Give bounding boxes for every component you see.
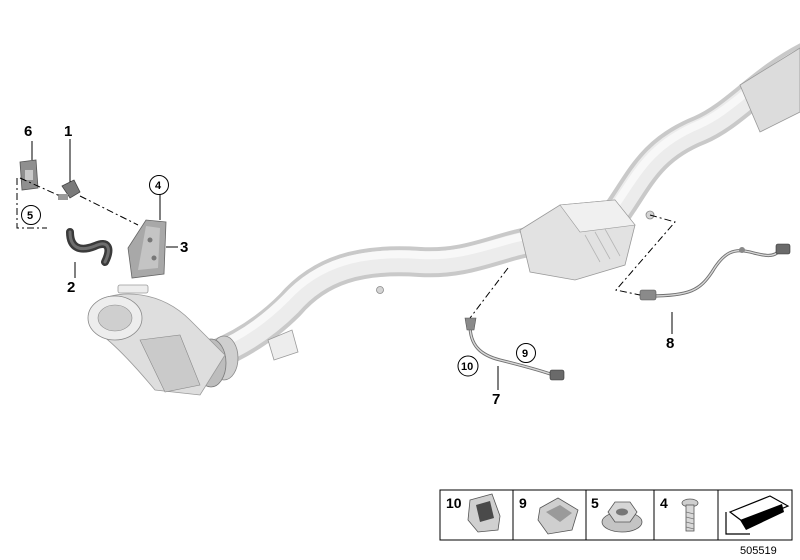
exhaust-pipe-assembly	[195, 43, 800, 388]
catalytic-converter	[376, 199, 655, 294]
document-number: 505519	[740, 545, 777, 557]
catalyst-bracket	[117, 284, 149, 294]
pipe-bracket	[267, 329, 299, 361]
callout-7: 7	[492, 391, 500, 408]
clip-icon	[467, 493, 501, 533]
callout-5-circle	[21, 205, 41, 225]
direction-arrow-icon	[725, 495, 790, 535]
spring-clip-icon	[537, 497, 579, 535]
rear-oxygen-sensor	[639, 243, 791, 301]
screw-icon	[681, 498, 699, 532]
callouts: 1 2 3 4 5 6 7 8 9 10	[21, 123, 674, 408]
callout-9-circle	[516, 343, 536, 363]
flange-nut-icon	[601, 501, 643, 533]
holder-part	[19, 159, 39, 191]
callout-4: 4	[155, 180, 162, 192]
legend-number-10: 10	[446, 495, 462, 511]
leader-lines	[16, 139, 676, 390]
callout-3: 3	[180, 239, 188, 256]
callout-5: 5	[27, 210, 33, 222]
legend-strip: 10 9 5 4	[439, 489, 793, 541]
legend-number-5: 5	[591, 495, 599, 511]
callout-4-circle	[149, 175, 169, 195]
front-catalyst	[87, 284, 226, 396]
callout-9: 9	[522, 348, 528, 360]
pressure-sensor	[58, 179, 81, 200]
callout-10-circle	[457, 355, 479, 377]
legend-number-4: 4	[660, 495, 668, 511]
legend-number-9: 9	[519, 495, 527, 511]
pipe-boss	[376, 286, 384, 294]
front-oxygen-sensor	[464, 317, 565, 381]
legend-cell-4	[653, 489, 719, 541]
callout-2: 2	[67, 279, 75, 296]
callout-6: 6	[24, 123, 32, 140]
callout-10: 10	[461, 361, 473, 373]
bracket-part	[127, 219, 167, 279]
callout-8: 8	[666, 335, 674, 352]
hose-part	[66, 228, 113, 266]
callout-1: 1	[64, 123, 72, 140]
